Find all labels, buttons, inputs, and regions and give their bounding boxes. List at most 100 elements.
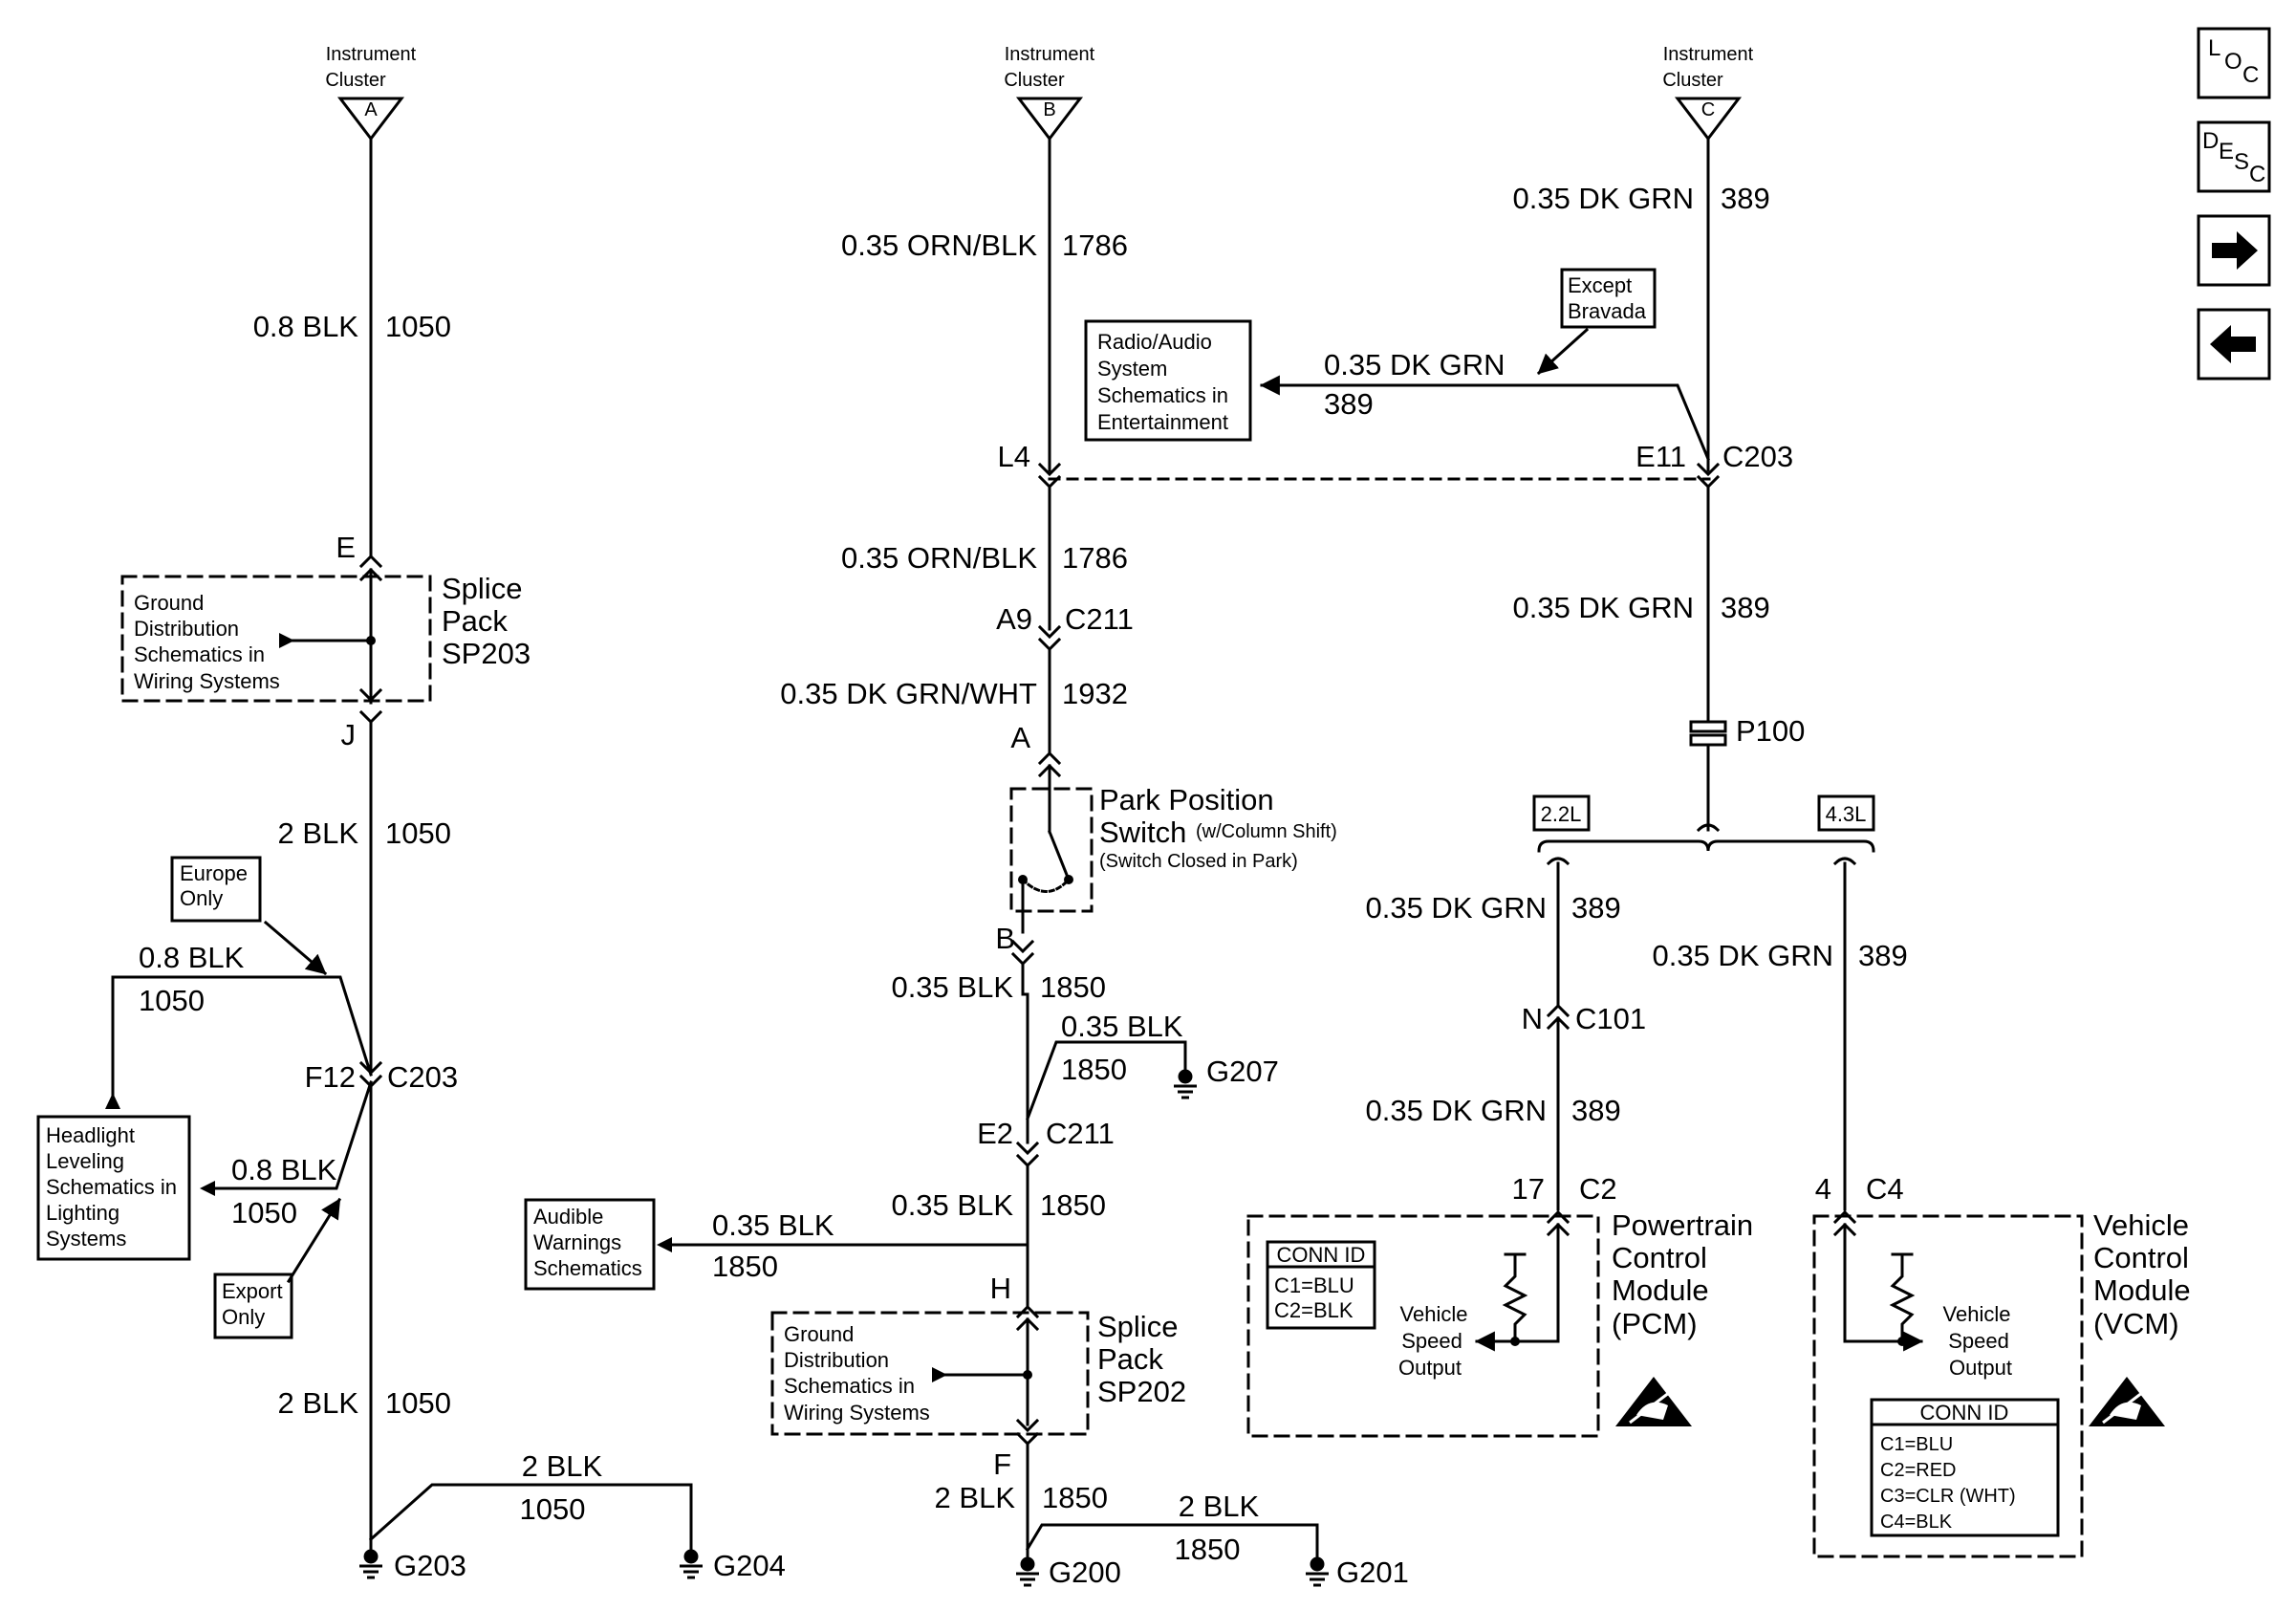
sp203-title-1: Splice (442, 572, 522, 605)
vcm-vso-line-2: Speed (1948, 1329, 2009, 1353)
cluster-a-label-2: Cluster (325, 70, 386, 91)
mid-pin-l4: L4 (998, 440, 1030, 473)
switch-actuator-arc (1020, 877, 1072, 893)
connector-n-symbol (1546, 1003, 1570, 1018)
mid-wire3-size: 0.35 DK GRN/WHT (780, 677, 1037, 710)
pcm-vso-junction (1510, 1337, 1520, 1346)
europe-only-line-1: Europe (180, 861, 248, 885)
desc-label-c: C (2249, 162, 2265, 187)
left-wire6-circuit: 1050 (520, 1492, 586, 1526)
headlight-leveling-box (36, 1115, 191, 1261)
cluster-c-connector (1674, 97, 1743, 141)
left-pin-f12: F12 (305, 1060, 356, 1094)
wire-1850-g207 (1026, 1040, 1187, 1120)
pcm-pin-17: 17 (1512, 1172, 1545, 1206)
radio-line-1: Radio/Audio (1097, 330, 1212, 354)
mid-wire4-circuit: 1850 (1040, 970, 1106, 1004)
cluster-a-connector (336, 97, 405, 141)
vcm-vso-line-1: Vehicle (1943, 1302, 2011, 1326)
sp202-title-3: SP202 (1097, 1375, 1186, 1408)
option-43-box (1817, 794, 1875, 832)
headlight-feed-arrow (105, 1093, 120, 1109)
audible-line-2: Warnings (533, 1230, 621, 1254)
mid-wire3-circuit: 1932 (1062, 677, 1128, 710)
connector-a-symbol (1037, 751, 1062, 766)
sp202-title-1: Splice (1097, 1310, 1178, 1343)
arrow-left-icon (2210, 325, 2256, 363)
sp203-feed-arrow (279, 633, 294, 648)
mid-pin-a9: A9 (996, 602, 1032, 636)
vcm-title-3: Module (2093, 1273, 2191, 1307)
wire-1050-export (210, 1080, 373, 1190)
mid-wire7-size: 0.35 BLK (712, 1208, 834, 1242)
right-wire6-circuit: 389 (1571, 1094, 1621, 1127)
pcm-conn-id-1: C1=BLU (1274, 1273, 1354, 1297)
except-bravada-pointer (1536, 327, 1590, 376)
mid-wire5-circuit: 1850 (1061, 1053, 1127, 1086)
headlight-line-4: Lighting (46, 1201, 119, 1225)
vcm-vso-line-3: Output (1949, 1356, 2012, 1380)
wire-1850-upper (1021, 962, 1029, 1144)
pps-title-2: Switch (1099, 816, 1186, 849)
connector-f-symbol-inner (1015, 1418, 1040, 1433)
mid-wire1-size: 0.35 ORN/BLK (841, 228, 1037, 262)
right-wire2-circuit: 389 (1324, 387, 1374, 421)
pcm-title-3: Module (1612, 1273, 1709, 1307)
left-wire1-circuit: 1050 (385, 310, 451, 343)
pcm-conn-id-title: CONN ID (1277, 1243, 1366, 1267)
option-22-label: 2.2L (1541, 802, 1582, 826)
headlight-line-3: Schematics in (46, 1175, 177, 1199)
vcm-connector-c4: C4 (1866, 1172, 1904, 1206)
splice-pack-sp203 (120, 575, 432, 703)
mid-wire6-circuit: 1850 (1040, 1188, 1106, 1222)
connector-b-symbol (1010, 939, 1035, 954)
right-wire6-size: 0.35 DK GRN (1365, 1094, 1547, 1127)
loc-button[interactable]: L O C (2197, 27, 2271, 99)
cluster-b-connector (1015, 97, 1084, 141)
mid-wire6-size: 0.35 BLK (891, 1188, 1013, 1222)
vcm-conn-id-title: CONN ID (1920, 1401, 2009, 1425)
right-connector-c203: C203 (1722, 440, 1793, 473)
left-wire3-size: 0.8 BLK (139, 941, 245, 974)
desc-button[interactable]: D E S C (2197, 120, 2271, 193)
pcm-title-1: Powertrain (1612, 1208, 1753, 1242)
wire-1050-g204 (368, 1483, 693, 1553)
left-wire2-circuit: 1050 (385, 816, 451, 850)
ground-g203-label: G203 (394, 1549, 466, 1582)
ground-g201-label: G201 (1336, 1556, 1409, 1589)
cluster-c-label-2: Cluster (1662, 70, 1723, 91)
mid-wire2-size: 0.35 ORN/BLK (841, 541, 1037, 575)
loc-label-c: C (2242, 62, 2259, 88)
gd2-line-3: Schematics in (784, 1374, 915, 1398)
mid-wire4-size: 0.35 BLK (891, 970, 1013, 1004)
sp202-title-2: Pack (1097, 1342, 1163, 1376)
gd2-line-4: Wiring Systems (784, 1401, 930, 1425)
headlight-line-5: Systems (46, 1227, 126, 1251)
ground-g204-symbol (680, 1549, 703, 1579)
sp202-junction (1023, 1370, 1032, 1380)
next-page-button[interactable] (2197, 214, 2271, 287)
previous-page-button[interactable] (2197, 308, 2271, 381)
ground-g201-symbol (1306, 1556, 1329, 1587)
park-position-switch-box (1009, 787, 1094, 913)
pcm-vso-line-1: Vehicle (1400, 1302, 1468, 1326)
gd1-line-3: Schematics in (134, 642, 265, 666)
audible-line-1: Audible (533, 1205, 603, 1229)
pcm-module-box (1246, 1214, 1600, 1438)
vcm-conn-id-3: C3=CLR (WHT) (1880, 1486, 2016, 1507)
pcm-title-2: Control (1612, 1241, 1707, 1274)
desc-label-s: S (2234, 149, 2249, 175)
europe-only-box (170, 856, 262, 923)
option-22-box (1532, 794, 1591, 832)
pps-title-2b: (w/Column Shift) (1196, 821, 1337, 842)
connector-c4-symbol (1832, 1209, 1857, 1225)
option-43-label: 4.3L (1826, 802, 1867, 826)
left-wire6-size: 2 BLK (522, 1449, 603, 1483)
option-43-break (1832, 857, 1857, 866)
vcm-vso-circuit (1843, 1223, 1924, 1352)
loc-label-o: O (2224, 49, 2242, 75)
splice-p100-label: P100 (1736, 714, 1805, 748)
audible-feed-arrow (657, 1237, 672, 1252)
